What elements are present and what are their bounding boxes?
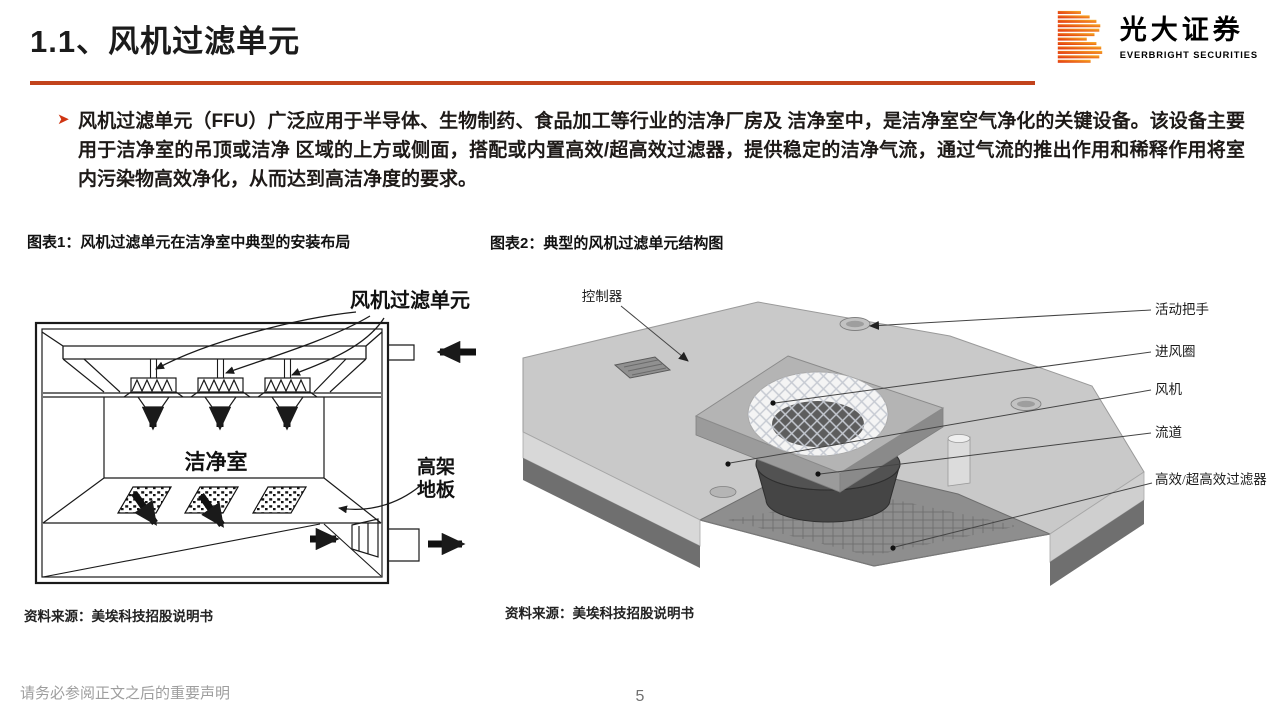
flow-duct	[947, 434, 971, 487]
everbright-logo: 光大证券 EVERBRIGHT SECURITIES	[1052, 7, 1258, 67]
fig1-label-raised-floor-1: 高架	[417, 455, 455, 478]
logo-wordmark: 光大证券 EVERBRIGHT SECURITIES	[1120, 14, 1258, 59]
footer-disclaimer: 请务必参阅正文之后的重要声明	[20, 685, 231, 702]
ffu-fittings	[613, 317, 1042, 498]
fig2-label-duct: 流道	[1155, 425, 1182, 440]
figure1-diagram: 风机过滤单元 洁净室 高架 地板	[34, 288, 476, 585]
figure2-source: 资料来源：美埃科技招股说明书	[505, 606, 694, 621]
fig2-label-fan: 风机	[1155, 382, 1183, 397]
callout-lines	[620, 305, 1153, 548]
title-underline	[30, 81, 1035, 85]
bullet-paragraph: 风机过滤单元（FFU）广泛应用于半导体、生物制药、食品加工等行业的洁净厂房及 洁…	[78, 111, 1245, 190]
figure2-structure: 控制器 活动把手 进风圈 风机 流道 高效/超高效过滤器	[522, 289, 1267, 586]
handle	[709, 486, 737, 498]
everbright-logo-icon	[1057, 10, 1102, 63]
ffu-housing-sides	[522, 431, 1145, 586]
fig2-label-filter: 高效/超高效过滤器	[1155, 471, 1267, 487]
cleanroom-box	[34, 321, 390, 585]
page-number: 5	[635, 688, 645, 705]
air-ducts	[351, 344, 420, 562]
fig1-label-raised-floor-2: 地板	[417, 478, 456, 501]
ffu-units	[123, 377, 318, 408]
fig1-label-cleanroom: 洁净室	[185, 450, 248, 474]
callout-dots	[725, 400, 896, 551]
figure1-source: 资料来源：美埃科技招股说明书	[24, 609, 213, 624]
bullet-arrow-icon: ➤	[57, 111, 70, 128]
airflow-arrows	[131, 340, 476, 556]
fig2-label-controller: 控制器	[582, 289, 623, 304]
fig1-label-ffu: 风机过滤单元	[350, 288, 470, 312]
fig2-label-handle: 活动把手	[1155, 302, 1209, 317]
ffu-label-leaders	[155, 311, 421, 514]
bullet-block: ➤ 风机过滤单元（FFU）广泛应用于半导体、生物制药、食品加工等行业的洁净厂房及…	[57, 107, 1245, 194]
controller-block	[613, 356, 672, 379]
fan-housing-plate	[694, 355, 945, 493]
page-title: 1.1、风机过滤单元	[30, 24, 301, 59]
fig2-label-inlet-ring: 进风圈	[1155, 344, 1196, 359]
figure2-caption: 图表2：典型的风机过滤单元结构图	[490, 235, 724, 252]
logo-en: EVERBRIGHT SECURITIES	[1119, 49, 1258, 60]
logo-cn: 光大证券	[1119, 15, 1244, 46]
figure1-caption: 图表1：风机过滤单元在洁净室中典型的安装布局	[27, 234, 351, 251]
